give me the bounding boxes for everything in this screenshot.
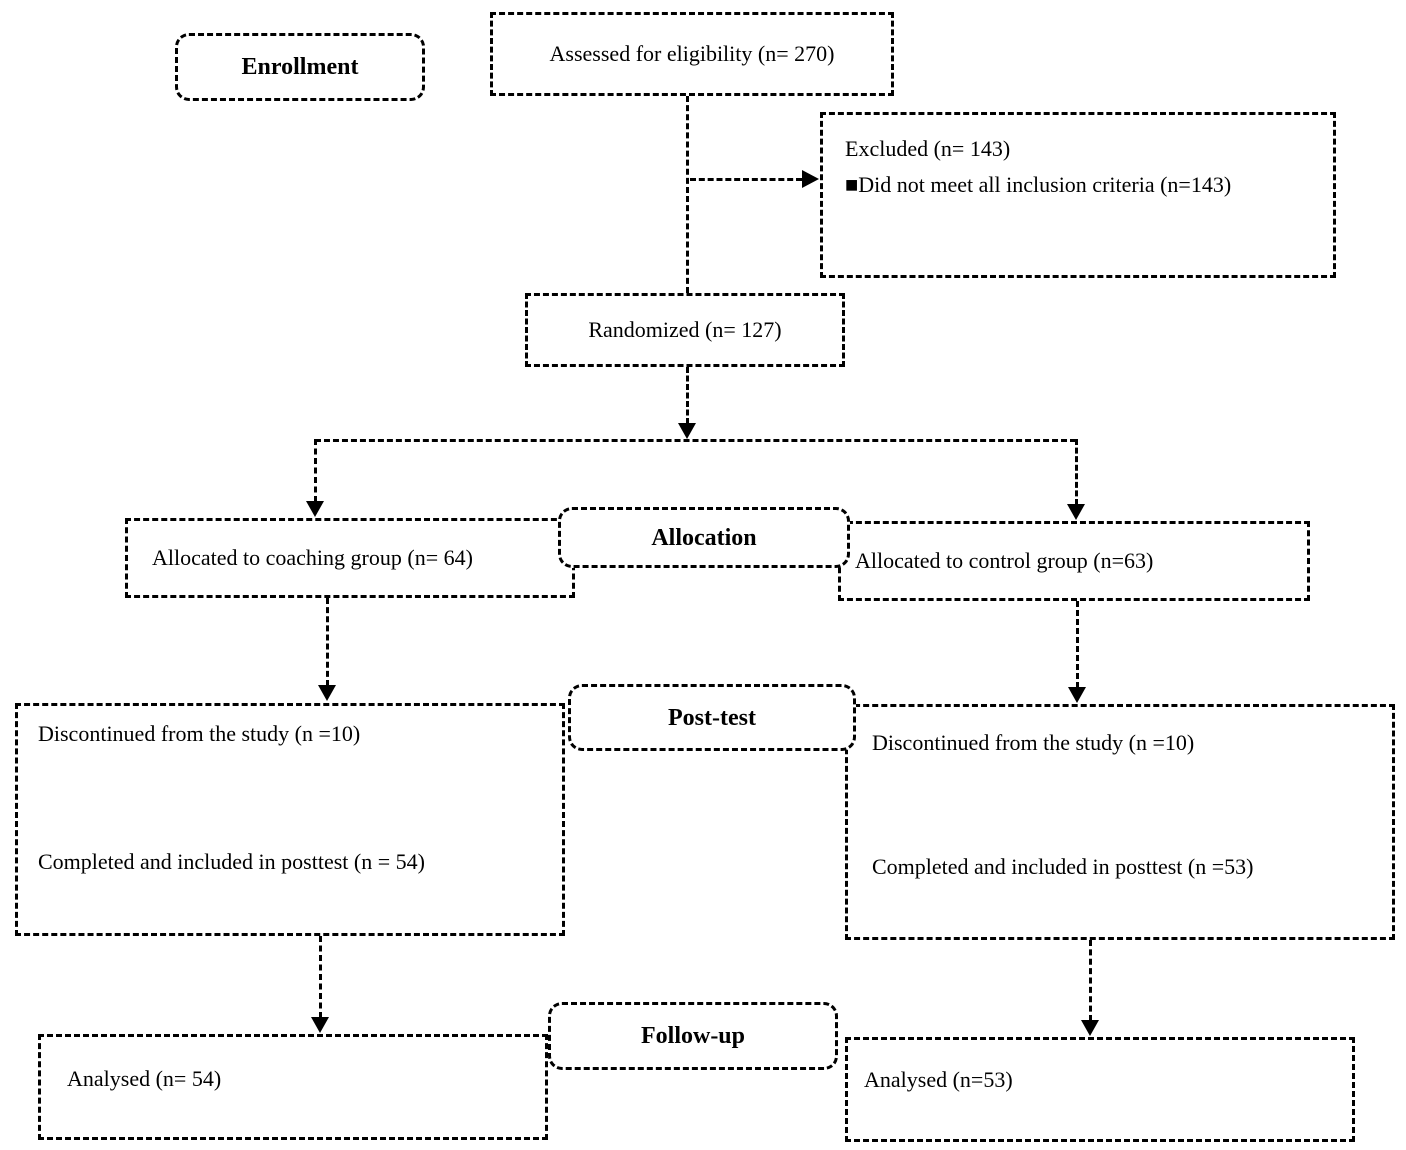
stage-posttest-label: Post-test [668,704,756,731]
node-randomized-box: Randomized (n= 127) [525,293,845,367]
connector-posttest-analysed-coaching [319,936,322,1018]
stage-allocation-label: Allocation [651,524,757,551]
connector-split-coaching [314,439,317,502]
stage-enrollment-label: Enrollment [241,54,359,80]
node-posttest-coaching-box: Discontinued from the study (n =10) Comp… [15,703,565,936]
arrowhead-excluded [802,170,819,188]
stage-allocation-box: Allocation [558,507,850,568]
arrowhead-allocated-coaching [306,501,324,517]
arrowhead-analysed-control [1081,1020,1099,1036]
node-assessed-text: Assessed for eligibility (n= 270) [549,41,835,67]
stage-followup-label: Follow-up [640,1023,745,1049]
node-posttest-control-box: Discontinued from the study (n =10) Comp… [845,704,1395,940]
connector-to-excluded [690,178,802,181]
arrowhead-posttest-coaching [318,685,336,701]
node-allocated-coaching-text: Allocated to coaching group (n= 64) [152,545,473,571]
node-analysed-coaching-text: Analysed (n= 54) [67,1066,222,1091]
node-randomized-text: Randomized (n= 127) [588,317,782,343]
node-analysed-control-text: Analysed (n=53) [864,1067,1013,1092]
node-allocated-control-text: Allocated to control group (n=63) [855,548,1154,574]
node-assessed-box: Assessed for eligibility (n= 270) [490,12,894,96]
node-analysed-control-box: Analysed (n=53) [845,1037,1355,1142]
node-coaching-completed-text: Completed and included in posttest (n = … [38,848,425,874]
node-analysed-coaching-box: Analysed (n= 54) [38,1034,548,1140]
connector-coaching-posttest [326,598,329,686]
arrowhead-posttest-control [1068,687,1086,703]
node-allocated-coaching-box: Allocated to coaching group (n= 64) [125,518,575,598]
connector-control-posttest [1076,601,1079,688]
connector-randomized-split [686,367,689,424]
node-excluded-line2: ■Did not meet all inclusion criteria (n=… [845,172,1232,197]
arrowhead-allocated-control [1067,504,1085,520]
connector-split-bar [315,439,1076,442]
arrowhead-analysed-coaching [311,1017,329,1033]
stage-followup-box: Follow-up [548,1002,838,1070]
connector-posttest-analysed-control [1089,940,1092,1021]
node-control-discontinued-text: Discontinued from the study (n =10) [872,730,1195,755]
node-coaching-discontinued-text: Discontinued from the study (n =10) [38,721,361,746]
connector-assessed-randomized [686,96,689,293]
connector-split-control [1075,439,1078,505]
node-control-completed-text: Completed and included in posttest (n =5… [872,853,1254,879]
stage-enrollment-box: Enrollment [175,33,425,101]
stage-posttest-box: Post-test [568,684,856,751]
node-allocated-control-box: Allocated to control group (n=63) [838,521,1310,601]
node-excluded-line1: Excluded (n= 143) [845,136,1011,161]
node-excluded-box: Excluded (n= 143) ■Did not meet all incl… [820,112,1336,278]
arrowhead-split [678,423,696,439]
